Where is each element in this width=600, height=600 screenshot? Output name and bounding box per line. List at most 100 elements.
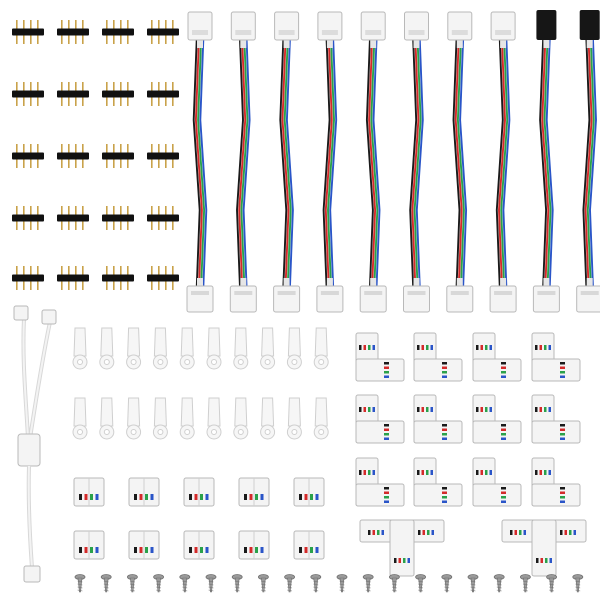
splitter-junction <box>17 433 41 467</box>
pin-header <box>102 206 134 230</box>
straight-connector <box>73 477 105 507</box>
l-connector <box>413 332 463 382</box>
l-connector <box>355 457 405 507</box>
straight-connector <box>293 530 325 560</box>
mounting-clip <box>72 397 88 440</box>
mounting-clip <box>313 327 329 370</box>
straight-connector <box>128 477 160 507</box>
straight-connector <box>238 477 270 507</box>
strip-connector <box>359 285 387 313</box>
l-connector <box>531 457 581 507</box>
screw <box>205 574 217 593</box>
white-plug <box>230 11 256 41</box>
l-connector <box>472 457 522 507</box>
black-plug <box>579 10 600 40</box>
screw <box>284 574 296 593</box>
screw-group <box>74 574 584 593</box>
screw <box>153 574 165 593</box>
pin-header <box>12 144 44 168</box>
pin-header <box>147 266 179 290</box>
mounting-clip <box>260 397 276 440</box>
strip-connector <box>532 285 560 313</box>
pin-header <box>12 266 44 290</box>
screw <box>231 574 243 593</box>
pin-header <box>147 206 179 230</box>
white-plug <box>274 11 300 41</box>
pin-header <box>102 20 134 44</box>
white-connector-cable <box>403 11 430 313</box>
strip-connector <box>316 285 344 313</box>
l-connector <box>472 394 522 444</box>
mounting-clip <box>286 327 302 370</box>
white-connector-cable <box>273 11 301 313</box>
white-plug <box>360 11 386 41</box>
screw <box>467 574 479 593</box>
mounting-clip <box>206 397 222 440</box>
white-connector-cable <box>359 11 387 313</box>
mounting-clip <box>126 397 142 440</box>
l-connector-group <box>355 332 581 507</box>
mounting-clip <box>233 397 249 440</box>
y-splitter-cable <box>13 305 57 583</box>
pin-header <box>57 82 89 106</box>
strip-connector <box>229 285 257 313</box>
white-plug <box>317 11 343 41</box>
strip-connector <box>446 285 474 313</box>
pin-header <box>12 206 44 230</box>
screw <box>388 574 400 593</box>
mounting-clip <box>72 327 88 370</box>
l-connector <box>531 394 581 444</box>
white-plug <box>490 11 516 41</box>
screw <box>493 574 505 593</box>
straight-connector <box>73 530 105 560</box>
white-plug <box>447 11 473 41</box>
t-connector <box>359 519 445 577</box>
black-connector-cable <box>576 10 600 313</box>
white-connector-cable <box>316 11 344 313</box>
pin-header <box>57 144 89 168</box>
pin-header <box>12 20 44 44</box>
screw <box>310 574 322 593</box>
pin-header <box>57 206 89 230</box>
mounting-clip <box>286 397 302 440</box>
pin-header <box>57 20 89 44</box>
mounting-clip <box>99 397 115 440</box>
black-connector-cable <box>532 10 560 313</box>
l-connector <box>413 457 463 507</box>
pin-header <box>102 144 134 168</box>
screw <box>336 574 348 593</box>
mounting-clip <box>260 327 276 370</box>
mounting-clip <box>206 327 222 370</box>
straight-connector <box>183 530 215 560</box>
straight-connector <box>128 530 160 560</box>
strip-connector <box>273 285 301 313</box>
mounting-clip <box>313 397 329 440</box>
screw <box>362 574 374 593</box>
straight-connector <box>238 530 270 560</box>
t-connector <box>501 519 587 577</box>
white-connector-cable <box>229 11 257 313</box>
pin-header <box>147 20 179 44</box>
strip-connector <box>186 285 214 313</box>
mounting-clip <box>179 327 195 370</box>
screw <box>415 574 427 593</box>
screw <box>126 574 138 593</box>
screw <box>572 574 584 593</box>
white-plug <box>187 11 213 41</box>
mounting-clip <box>233 327 249 370</box>
l-connector <box>355 394 405 444</box>
mounting-clip <box>152 397 168 440</box>
l-connector <box>472 332 522 382</box>
white-connector-cable <box>446 11 474 313</box>
pin-header-group <box>12 20 179 290</box>
pin-header <box>147 82 179 106</box>
screw <box>441 574 453 593</box>
black-plug <box>536 10 557 40</box>
screw <box>100 574 112 593</box>
pin-header <box>102 266 134 290</box>
mounting-clip <box>126 327 142 370</box>
pin-header <box>57 266 89 290</box>
white-connector-cable <box>186 11 214 313</box>
mounting-clip <box>152 327 168 370</box>
straight-connector <box>183 477 215 507</box>
